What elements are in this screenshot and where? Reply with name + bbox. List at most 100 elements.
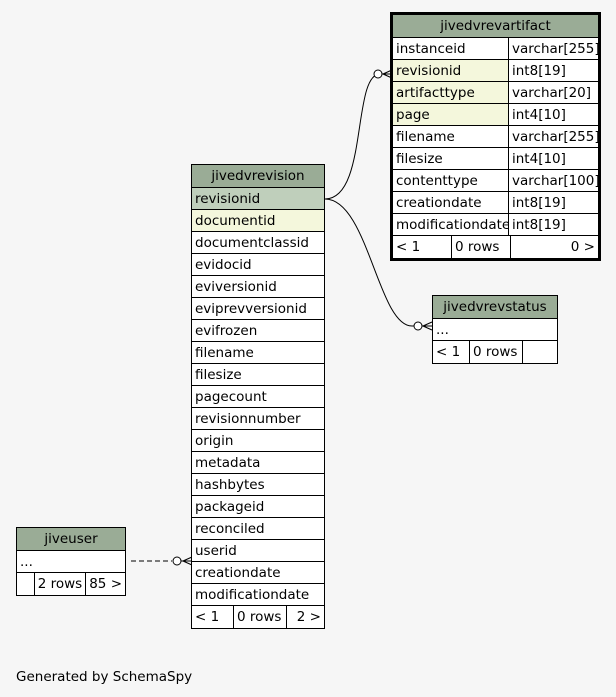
column-type: int8[19] (508, 192, 598, 213)
table-row[interactable]: filename varchar[255] (393, 126, 598, 148)
children-count: 85 > (85, 573, 125, 595)
row-count: 0 rows (233, 606, 286, 628)
table-footer: < 1 0 rows 0 > (393, 236, 598, 258)
column-name: eviversionid (195, 279, 277, 295)
table-row[interactable]: modificationdate (192, 584, 324, 606)
column-type: int8[19] (508, 60, 598, 81)
column-name: revisionid (393, 60, 508, 81)
parents-count: < 1 (436, 344, 461, 360)
link-revision-to-artifact (324, 73, 392, 200)
column-name: pagecount (195, 389, 267, 405)
table-row[interactable]: eviversionid (192, 276, 324, 298)
column-name: creationdate (195, 565, 281, 581)
children-count: 0 > (510, 236, 598, 258)
column-name: instanceid (396, 41, 466, 57)
column-type: int8[19] (508, 214, 598, 235)
column-name: packageid (195, 499, 265, 515)
column-name: filename (396, 129, 455, 145)
table-footer: < 1 0 rows 2 > (192, 606, 324, 628)
column-type: varchar[20] (508, 82, 598, 103)
column-name: modificationdate (195, 587, 310, 603)
table-footer: < 1 0 rows (433, 341, 557, 363)
column-name: userid (195, 543, 237, 559)
children-count: 2 > (286, 606, 324, 628)
table-row[interactable]: evidocid (192, 254, 324, 276)
table-row[interactable]: hashbytes (192, 474, 324, 496)
column-name: contenttype (396, 173, 478, 189)
column-name: evifrozen (195, 323, 258, 339)
column-name: revisionid (192, 188, 324, 209)
table-row[interactable]: packageid (192, 496, 324, 518)
table-row[interactable]: instanceid varchar[255] (393, 38, 598, 60)
column-type: varchar[255] (508, 38, 598, 59)
column-name: filesize (396, 151, 443, 167)
table-jivedvrevstatus[interactable]: jivedvrevstatus ... < 1 0 rows (432, 295, 558, 364)
column-type: varchar[255] (508, 126, 598, 147)
generator-credit: Generated by SchemaSpy (16, 669, 193, 685)
link-userid-optional-marker (172, 556, 182, 566)
column-name: origin (195, 433, 234, 449)
column-name: artifacttype (393, 82, 508, 103)
table-row[interactable]: documentclassid (192, 232, 324, 254)
table-row[interactable]: contenttype varchar[100] (393, 170, 598, 192)
link-artifact-optional-marker (373, 69, 383, 79)
column-name: documentclassid (195, 235, 309, 251)
table-title[interactable]: jivedvrevstatus (433, 296, 557, 319)
table-row[interactable]: ... (17, 551, 125, 573)
column-type: varchar[100] (508, 170, 598, 191)
column-name: metadata (195, 455, 261, 471)
column-name: filesize (195, 367, 242, 383)
table-row[interactable]: documentid (192, 210, 324, 232)
table-row[interactable]: revisionid (192, 188, 324, 210)
column-name: hashbytes (195, 477, 265, 493)
table-row[interactable]: pagecount (192, 386, 324, 408)
table-title[interactable]: jivedvrevision (192, 165, 324, 188)
table-row[interactable]: creationdate (192, 562, 324, 584)
column-name: documentid (192, 210, 324, 231)
table-row[interactable]: userid (192, 540, 324, 562)
column-name: revisionnumber (195, 411, 301, 427)
table-title[interactable]: jivedvrevartifact (393, 15, 598, 38)
table-row[interactable]: filesize (192, 364, 324, 386)
table-row[interactable]: eviprevversionid (192, 298, 324, 320)
children-count (522, 341, 557, 363)
table-row[interactable]: filename (192, 342, 324, 364)
table-row[interactable]: revisionnumber (192, 408, 324, 430)
table-row[interactable]: creationdate int8[19] (393, 192, 598, 214)
table-title[interactable]: jiveuser (17, 528, 125, 551)
table-row[interactable]: metadata (192, 452, 324, 474)
column-name: modificationdate (396, 217, 508, 233)
parents-count: < 1 (396, 239, 421, 255)
row-count: 0 rows (451, 236, 510, 258)
link-revision-to-status (324, 198, 432, 327)
column-type: int4[10] (508, 104, 598, 125)
parents-count: < 1 (195, 609, 220, 625)
table-row[interactable]: reconciled (192, 518, 324, 540)
table-jivedvrevartifact[interactable]: jivedvrevartifact instanceid varchar[255]… (390, 12, 601, 261)
parents-count (17, 573, 34, 595)
link-status-optional-marker (413, 321, 423, 331)
column-name: evidocid (195, 257, 252, 273)
column-name: ... (20, 554, 33, 570)
link-status-crowfoot (422, 321, 433, 331)
column-name: creationdate (396, 195, 482, 211)
column-name: reconciled (195, 521, 265, 537)
link-userid-crowfoot (182, 556, 193, 566)
table-row[interactable]: filesize int4[10] (393, 148, 598, 170)
column-name: eviprevversionid (195, 301, 307, 317)
row-count: 0 rows (469, 341, 522, 363)
table-row[interactable]: ... (433, 319, 557, 341)
table-row[interactable]: origin (192, 430, 324, 452)
column-type: int4[10] (508, 148, 598, 169)
table-row[interactable]: evifrozen (192, 320, 324, 342)
table-jiveuser[interactable]: jiveuser ... 2 rows 85 > (16, 527, 126, 596)
column-name: page (393, 104, 508, 125)
row-count: 2 rows (33, 573, 85, 595)
column-name: ... (436, 322, 449, 338)
